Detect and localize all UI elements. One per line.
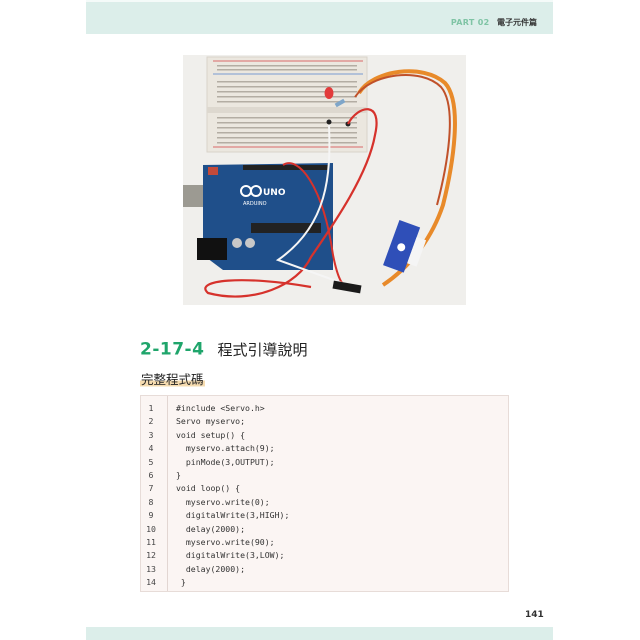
code-line: 5 pinMode(3,OUTPUT); (141, 456, 508, 469)
footer-band (86, 627, 553, 640)
code-lines: 1 #include <Servo.h> 2 Servo myservo; 3 voi… (141, 402, 508, 589)
line-number: 5 (148, 456, 154, 467)
line-number: 4 (148, 443, 154, 454)
line-number: 12 (146, 550, 156, 561)
code-line: 6} (141, 469, 508, 482)
page-number: 141 (525, 610, 544, 620)
line-number: 14 (146, 577, 156, 588)
line-source: pinMode(3,OUTPUT); (176, 456, 275, 467)
header-band: PART 02 電子元件篇 (86, 0, 553, 34)
line-number: 6 (148, 469, 154, 480)
section-title: 程式引導說明 (217, 341, 308, 359)
svg-text:ARDUINO: ARDUINO (243, 201, 267, 207)
line-source: digitalWrite(3,HIGH); (176, 510, 290, 521)
code-line: 13 delay(2000); (141, 563, 508, 576)
svg-text:UNO: UNO (263, 188, 286, 198)
line-number-gutter (141, 396, 168, 591)
arduino-servo-illustration: UNO ARDUINO (183, 55, 466, 305)
running-header: PART 02 電子元件篇 (451, 18, 537, 28)
line-source: void loop() { (176, 483, 241, 494)
code-line: 8 myservo.write(0); (141, 496, 508, 509)
part-label: PART 02 (450, 18, 490, 27)
section-number: 2-17-4 (140, 339, 205, 360)
line-source: void setup() { (176, 429, 246, 440)
code-line: 11 myservo.write(90); (141, 536, 508, 549)
line-number: 2 (148, 416, 154, 427)
line-number: 3 (148, 429, 154, 440)
line-source: } (176, 469, 181, 480)
code-line: 12 digitalWrite(3,LOW); (141, 549, 508, 562)
code-line: 4 myservo.attach(9); (141, 442, 508, 455)
line-source: myservo.attach(9); (176, 443, 275, 454)
code-line: 2 Servo myservo; (141, 415, 508, 428)
code-line: 10 delay(2000); (141, 523, 508, 536)
line-number: 8 (148, 496, 154, 507)
line-source: myservo.write(0); (176, 496, 270, 507)
code-line: 3 void setup() { (141, 429, 508, 442)
line-source: Servo myservo; (176, 416, 246, 427)
section-heading: 2-17-4 程式引導說明 (140, 339, 308, 361)
code-line: 1 #include <Servo.h> (141, 402, 508, 415)
line-source: myservo.write(90); (176, 536, 275, 547)
line-number: 9 (148, 510, 154, 521)
line-source: delay(2000); (176, 563, 246, 574)
code-line: 9 digitalWrite(3,HIGH); (141, 509, 508, 522)
line-source: digitalWrite(3,LOW); (176, 550, 285, 561)
code-listing: 1 #include <Servo.h> 2 Servo myservo; 3 voi… (140, 395, 509, 592)
line-source: delay(2000); (176, 523, 246, 534)
line-number: 13 (146, 563, 156, 574)
subsection-title: 完整程式碼 (140, 369, 205, 388)
code-line: 7 void loop() { (141, 482, 508, 495)
code-line: 14 } (141, 576, 508, 589)
line-number: 1 (148, 403, 154, 413)
line-source: } (176, 577, 186, 588)
circuit-photo: UNO ARDUINO (183, 55, 466, 305)
line-number: 11 (146, 536, 156, 547)
line-source: #include <Servo.h> (176, 403, 265, 413)
chapter-title: 電子元件篇 (497, 18, 537, 27)
line-number: 10 (146, 523, 156, 534)
line-number: 7 (148, 483, 154, 494)
